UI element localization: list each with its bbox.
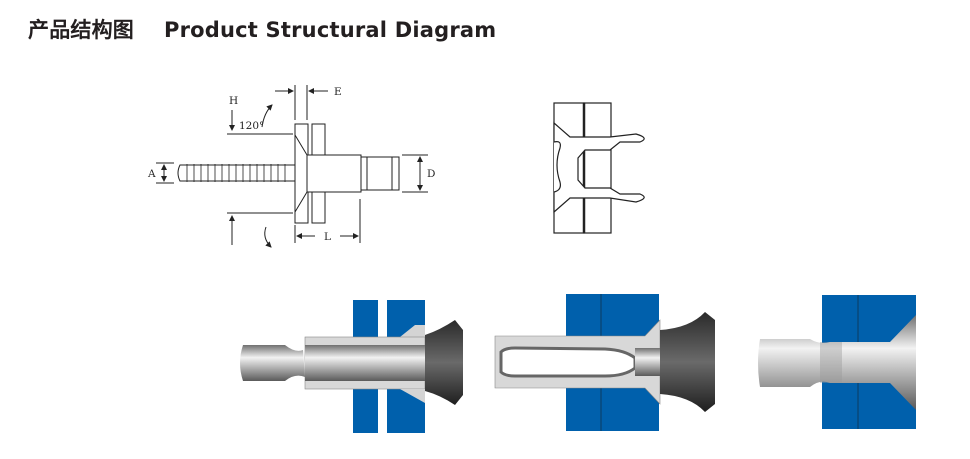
installation-stage-2 [494,294,715,431]
installation-stage-1 [240,300,463,433]
installation-tool-nose [425,320,463,405]
label-a: A [147,168,156,180]
installed-section-drawing [553,102,645,234]
label-angle: 120° [239,120,264,132]
installation-tool-nose [660,312,715,412]
installation-stage-3 [758,295,916,429]
angle-arc-bottom [264,226,272,248]
angle-arc-top [261,104,273,128]
mandrel-head [240,345,305,381]
page-title: 产品结构图 Product Structural Diagram [28,14,496,44]
label-e: E [334,86,342,98]
title-english: Product Structural Diagram [164,18,497,42]
rivet-body [306,154,362,193]
label-l: L [324,231,331,243]
split-legs [499,346,637,378]
label-d: D [427,168,435,180]
head-chamfer [294,134,308,213]
installed-rivet [758,315,916,410]
mandrel [177,164,296,182]
label-h: H [229,95,238,107]
mandrel-serrations [186,164,286,182]
dimension-drawing: H E 120° A D L [147,85,435,248]
expanded-rivet-outline [553,121,645,214]
title-chinese: 产品结构图 [28,18,134,42]
sheet-right [583,102,612,234]
